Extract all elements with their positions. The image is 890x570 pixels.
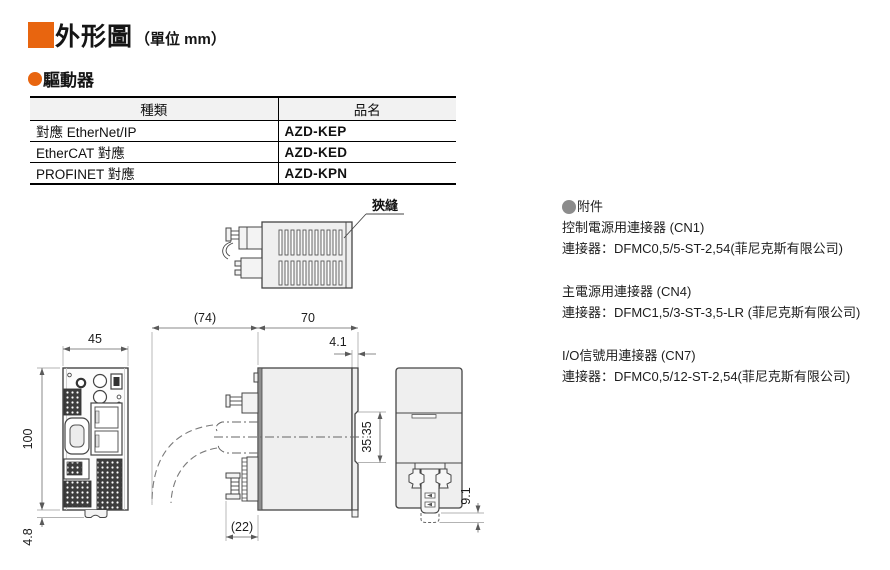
cell-model: AZD-KPN xyxy=(278,162,456,185)
accessory-spec: 連接器：DFMC1,5/3-ST-3,5-LR (菲尼克斯有限公司) xyxy=(562,305,861,320)
accessories-heading: 附件 xyxy=(562,196,890,217)
orange-bullet-icon xyxy=(28,71,42,86)
side-bracket xyxy=(225,472,241,500)
dim-connector-depth: (22) xyxy=(231,520,253,534)
accessory-item: I/O信號用連接器 (CN7) 連接器：DFMC0,5/12-ST-2,54(菲… xyxy=(562,345,890,387)
din-rail-clip xyxy=(408,468,452,523)
side-view: (74) 70 4.1 xyxy=(151,311,386,541)
gray-bullet-icon xyxy=(562,199,576,214)
cell-type: 對應 EtherNet/IP xyxy=(30,120,279,142)
col-header-model: 品名 xyxy=(278,96,456,121)
front-din-tab xyxy=(84,510,108,518)
accessory-item: 主電源用連接器 (CN4) 連接器：DFMC1,5/3-ST-3,5-LR (菲… xyxy=(562,281,890,323)
col-header-type: 種類 xyxy=(30,96,279,121)
table-row: PROFINET 對應 AZD-KPN xyxy=(30,162,456,185)
top-view-connectors xyxy=(222,226,263,279)
rear-view: 9.1 xyxy=(395,367,484,533)
table-row: 對應 EtherNet/IP AZD-KEP xyxy=(30,120,456,142)
unit-note: （單位 mm） xyxy=(135,31,226,48)
section-heading-driver: 驅動器 xyxy=(28,66,94,91)
accessories-heading-label: 附件 xyxy=(577,199,604,214)
dim-cable-clearance: (74) xyxy=(194,311,216,325)
front-view: 45 xyxy=(21,332,129,546)
dim-clip-travel: 9.1 xyxy=(459,487,473,504)
accessory-title: I/O信號用連接器 (CN7) xyxy=(562,348,696,363)
accessory-spec: 連接器：DFMC0,5/5-ST-2,54(菲尼克斯有限公司) xyxy=(562,241,843,256)
phantom-cable xyxy=(151,421,368,504)
table-header-row: 種類 品名 xyxy=(30,96,456,121)
accessory-item: 控制電源用連接器 (CN1) 連接器：DFMC0,5/5-ST-2,54(菲尼克… xyxy=(562,217,890,259)
title-square-icon xyxy=(28,22,54,48)
dim-rail-offset: 4.1 xyxy=(329,335,346,349)
dim-rail-recess: 35.35 xyxy=(360,421,374,452)
slit-label: 狹縫 xyxy=(371,198,398,213)
cell-type: EtherCAT 對應 xyxy=(30,141,279,163)
section-heading-label: 驅動器 xyxy=(43,71,94,90)
accessory-spec: 連接器：DFMC0,5/12-ST-2,54(菲尼克斯有限公司) xyxy=(562,369,851,384)
table-row: EtherCAT 對應 AZD-KED xyxy=(30,141,456,163)
cell-model: AZD-KEP xyxy=(278,120,456,142)
dim-front-foot: 4.8 xyxy=(21,528,35,545)
accessories-note: 附件 控制電源用連接器 (CN1) 連接器：DFMC0,5/5-ST-2,54(… xyxy=(562,196,890,387)
dim-front-height: 100 xyxy=(21,429,35,450)
front-panel-components xyxy=(63,372,123,510)
dim-depth: 70 xyxy=(301,311,315,325)
slit-callout: 狹縫 xyxy=(343,198,404,239)
cell-model: AZD-KED xyxy=(278,141,456,163)
dim-front-width: 45 xyxy=(88,332,102,346)
outline-drawing: 狹縫 45 xyxy=(21,198,484,546)
cell-type: PROFINET 對應 xyxy=(30,162,279,185)
top-view: 狹縫 xyxy=(222,198,404,289)
page-title-text: 外形圖 xyxy=(55,23,134,51)
accessory-title: 主電源用連接器 (CN4) xyxy=(562,284,692,299)
accessory-title: 控制電源用連接器 (CN1) xyxy=(562,220,705,235)
slits xyxy=(278,229,343,286)
page-title: 外形圖 （單位 mm） xyxy=(28,17,226,53)
product-table: 種類 品名 對應 EtherNet/IP AZD-KEP EtherCAT 對應… xyxy=(30,96,456,185)
